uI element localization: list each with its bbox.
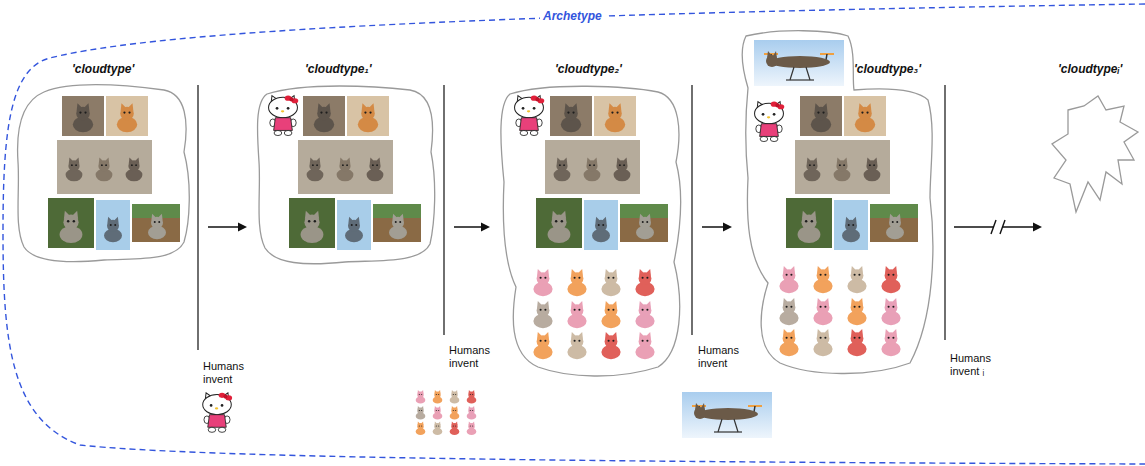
- cloud-title: 'cloudtype': [72, 62, 134, 77]
- divider-line: [197, 85, 198, 350]
- arrow-head: [723, 223, 732, 232]
- hello-kitty: [269, 96, 299, 136]
- group-label: Archetype: [540, 10, 605, 23]
- step-label: Humans invent ᵢ: [950, 352, 1000, 378]
- cloud-outline-path: [742, 31, 932, 374]
- break-gap: [994, 224, 1002, 230]
- divider-line: [443, 85, 444, 335]
- break-mark: [991, 220, 996, 234]
- cat-photos: [48, 96, 180, 250]
- cloud-title: 'cloudtype₁': [305, 62, 372, 77]
- arrow-line: [454, 226, 484, 228]
- arrow-line: [208, 226, 241, 228]
- arrow-head: [238, 223, 247, 232]
- cloud-outline-path: [501, 86, 681, 376]
- divider-line: [944, 85, 945, 340]
- cat-photos: [289, 96, 421, 250]
- divider-line: [691, 85, 692, 335]
- cat-photos: [536, 96, 668, 250]
- cloud-outline: [740, 28, 940, 380]
- break-mark: [1000, 220, 1005, 234]
- cloud-title: 'cloudtype₂': [555, 62, 622, 77]
- cloud-outline: [255, 62, 440, 267]
- cat-photos: [786, 96, 918, 250]
- cloud-outline: [1050, 62, 1142, 232]
- cloud-title: 'cloudtype₃': [854, 62, 921, 77]
- step-arrow: [702, 223, 732, 232]
- cloud-outline: [14, 62, 194, 267]
- hello-kitty: [515, 96, 545, 136]
- step-label: Humans invent: [449, 344, 499, 370]
- step-arrow: [454, 223, 490, 232]
- cloud-region: 'cloudtype₃': [740, 28, 940, 380]
- cartoon-cats: [416, 390, 477, 435]
- cloud-region: 'cloudtype₂': [498, 62, 688, 380]
- arrow-head: [1033, 223, 1042, 232]
- cat-drone: [754, 40, 844, 86]
- cloud-outline-path: [1052, 96, 1138, 212]
- step-label: Humans invent: [203, 360, 253, 386]
- cloud-region: 'cloudtypeᵢ': [1050, 62, 1142, 232]
- cloud-region: 'cloudtype': [14, 62, 194, 267]
- hello-kitty: [755, 102, 785, 142]
- cloud-title: 'cloudtypeᵢ': [1058, 62, 1122, 77]
- cloud-region: 'cloudtype₁': [255, 62, 440, 267]
- arrow-head: [481, 223, 490, 232]
- cloud-outline: [498, 62, 688, 380]
- cat-drone: [682, 392, 772, 438]
- cartoon-cats: [779, 266, 900, 356]
- cloud-outline-path: [257, 86, 434, 264]
- archetype-boundary: [3, 4, 1145, 464]
- cartoon-cats: [533, 269, 654, 359]
- step-arrow: [954, 220, 1042, 234]
- cloud-outline-path: [18, 85, 190, 262]
- step-label: Humans invent: [698, 344, 748, 370]
- hello-kitty: [203, 393, 232, 432]
- arrow-line: [702, 226, 726, 228]
- step-arrow: [208, 223, 247, 232]
